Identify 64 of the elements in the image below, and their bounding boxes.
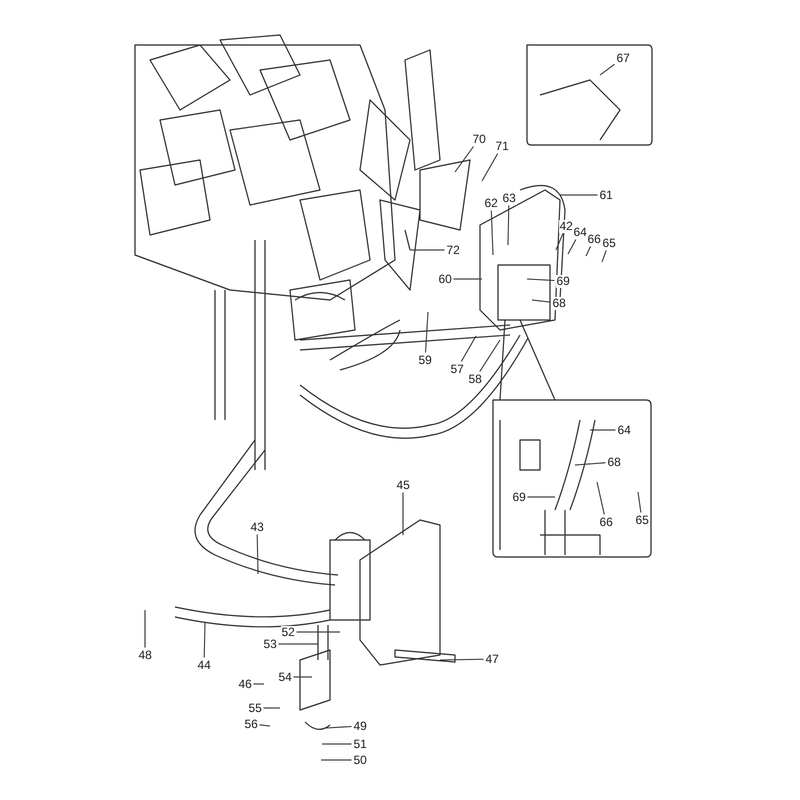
leader-line: [602, 250, 607, 262]
leader-line: [144, 610, 146, 648]
callout-number: 43: [250, 520, 265, 534]
leader-line: [293, 676, 312, 678]
callout-number: 47: [484, 652, 500, 666]
leader-line: [460, 336, 476, 362]
callout-number: 65: [602, 236, 617, 250]
callout-number: 52: [280, 626, 296, 638]
callout-number: 63: [502, 192, 517, 204]
callout-number: 56: [244, 718, 259, 730]
callout-number: 54: [278, 670, 293, 684]
callout-number: 66: [586, 232, 602, 246]
callout-number: 50: [352, 754, 368, 766]
callout-number: 72: [446, 244, 461, 256]
callout-number: 57: [450, 362, 465, 376]
leader-line: [600, 64, 615, 76]
leader-line: [586, 246, 591, 256]
callout-number: 51: [352, 738, 368, 750]
callout-number: 62: [484, 196, 499, 210]
callout-number: 44: [196, 658, 212, 672]
leader-line: [532, 300, 551, 303]
callout-number: 70: [472, 132, 487, 146]
callout-number: 59: [418, 354, 433, 366]
callout-number: 68: [552, 296, 567, 310]
leader-line: [482, 153, 498, 182]
callout-number: 48: [138, 648, 153, 662]
leader-line: [479, 340, 500, 372]
leader-line: [596, 482, 605, 515]
callout-number: 61: [598, 188, 614, 202]
leader-line: [526, 278, 555, 281]
callout-number: 69: [512, 490, 527, 504]
callout-number: 64: [572, 226, 588, 238]
leader-line: [638, 492, 642, 513]
leader-line: [402, 492, 404, 536]
callout-number: 49: [352, 720, 368, 732]
leader-line: [490, 210, 494, 256]
leader-line: [574, 462, 606, 466]
callout-number: 58: [468, 372, 483, 386]
callout-number: 55: [248, 702, 263, 714]
callout-number: 60: [438, 272, 453, 286]
callout-number: 65: [634, 514, 650, 526]
callout-number: 53: [262, 638, 278, 650]
leader-line: [560, 194, 598, 196]
leader-line: [256, 534, 258, 574]
leader-line: [326, 726, 352, 728]
callout-number: 42: [558, 220, 574, 232]
callout-number: 66: [598, 516, 614, 528]
leader-line: [259, 724, 270, 726]
leader-line: [527, 496, 556, 498]
callout-number: 69: [556, 274, 571, 288]
callout-number: 71: [494, 140, 510, 152]
callout-number: 64: [616, 424, 632, 436]
leader-line: [508, 205, 510, 246]
callout-number: 67: [616, 52, 631, 64]
leader-line: [568, 239, 576, 254]
leader-line: [425, 312, 428, 353]
callout-number: 45: [396, 478, 411, 492]
leader-line: [556, 233, 564, 250]
leader-line: [204, 622, 206, 658]
leader-line: [454, 146, 474, 172]
leader-line: [453, 278, 482, 280]
callout-number: 68: [606, 456, 622, 468]
leader-line: [440, 658, 484, 660]
callout-number: 46: [238, 678, 253, 690]
